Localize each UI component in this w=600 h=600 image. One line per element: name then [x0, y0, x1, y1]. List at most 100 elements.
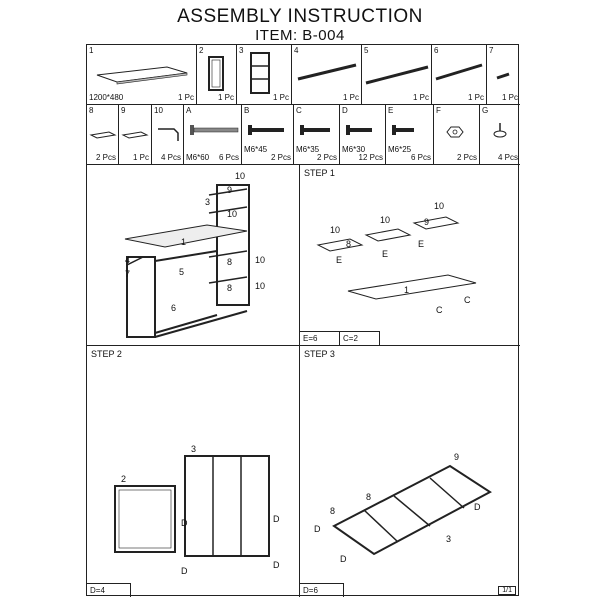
part-qty: 1 Pc [342, 93, 359, 102]
part-8-cell: 8 2 Pcs [87, 105, 119, 165]
part-spec: M6*35 [296, 145, 320, 154]
part-number: E [388, 106, 394, 115]
step3-label: D [474, 502, 481, 512]
part-A-cell: A M6*60 6 Pcs [184, 105, 242, 165]
step1-title: STEP 1 [304, 168, 335, 178]
bolt-icon [346, 125, 372, 135]
step2-diagram: 2 3 D D D D [114, 444, 280, 576]
step1-label: 10 [434, 201, 444, 211]
step1-diagram: 10 8 E 10 E 10 9 E 1 C C [316, 201, 477, 315]
step3-title: STEP 3 [304, 349, 335, 359]
part-qty: 4 Pcs [497, 153, 518, 162]
foot-icon [493, 123, 507, 138]
step1-panel: STEP 1 10 8 E 10 E 10 9 E 1 C C E=6 C=2 [300, 165, 520, 346]
step3-panel: STEP 3 9 8 8 D D D 3 D=6 1/1 [300, 346, 520, 597]
part-3-cell: 3 1 Pc [237, 45, 292, 105]
step1-label: 9 [424, 217, 429, 227]
part-spec: M6*60 [186, 153, 210, 162]
part-qty: 1 Pc [217, 93, 234, 102]
part-spec: M6*25 [388, 145, 412, 154]
page-number: 1/1 [498, 586, 516, 595]
part-number: 9 [121, 106, 126, 115]
part-7-cell: 7 1 Pc [487, 45, 520, 105]
part-number: F [436, 106, 441, 115]
overview-label: 8 [227, 257, 232, 267]
step2-title: STEP 2 [91, 349, 122, 359]
part-number: 2 [199, 46, 204, 55]
step1-counter-c: C=2 [340, 331, 380, 345]
part-9-cell: 9 1 Pc [119, 105, 152, 165]
overview-label: 3 [205, 197, 210, 207]
overview-label: 5 [179, 267, 184, 277]
bolt-icon [392, 125, 414, 135]
step1-label: 8 [346, 239, 351, 249]
part-number: G [482, 106, 489, 115]
overview-label: 7 [125, 269, 130, 279]
part-number: 8 [89, 106, 94, 115]
bolt-icon [300, 125, 330, 135]
tube-icon [365, 65, 429, 85]
part-number: D [342, 106, 348, 115]
part-qty: 6 Pcs [410, 153, 431, 162]
shelf-frame-icon [250, 52, 270, 94]
part-qty: 1 Pc [272, 93, 289, 102]
overview-label: 10 [227, 209, 237, 219]
nut-icon [446, 126, 464, 138]
step1-label: E [382, 249, 388, 259]
tube-icon [435, 63, 483, 81]
part-2-cell: 2 1 Pc [197, 45, 237, 105]
part-qty: 1 Pc [501, 93, 518, 102]
part-E-cell: E M6*25 6 Pcs [386, 105, 434, 165]
part-1-cell: 1 1200*480 1 Pc [87, 45, 197, 105]
small-shelf-icon [89, 131, 117, 139]
part-number: 4 [294, 46, 299, 55]
step3-diagram: 9 8 8 D D D 3 [314, 452, 492, 564]
part-G-cell: G 4 Pcs [480, 105, 520, 165]
bolt-icon [248, 125, 284, 135]
part-qty: 4 Pcs [160, 153, 181, 162]
part-number: 6 [434, 46, 439, 55]
small-shelf-icon [121, 131, 149, 139]
step2-label: D [181, 566, 188, 576]
overview-label: 9 [227, 185, 232, 195]
part-number: 10 [154, 106, 163, 115]
part-spec: M6*45 [244, 145, 268, 154]
overview-panel: 10 9 3 10 1 4 7 5 8 10 8 10 6 [87, 165, 300, 346]
overview-label: 10 [235, 171, 245, 181]
overview-label: 1 [181, 237, 186, 247]
step2-label: D [181, 518, 188, 528]
overview-label: 6 [171, 303, 176, 313]
part-qty: 2 Pcs [95, 153, 116, 162]
part-B-cell: B M6*45 2 Pcs [242, 105, 294, 165]
step2-counter: D=4 [87, 583, 131, 597]
bracket-icon [158, 128, 179, 141]
overview-label: 10 [255, 255, 265, 265]
long-bolt-icon [190, 125, 239, 135]
part-6-cell: 6 1 Pc [432, 45, 487, 105]
document-title: ASSEMBLY INSTRUCTION [177, 6, 423, 27]
step1-counter-e: E=6 [300, 331, 340, 345]
part-F-cell: F 2 Pcs [434, 105, 480, 165]
part-qty: 1 Pc [132, 153, 149, 162]
part-spec: M6*30 [342, 145, 366, 154]
step3-label: 3 [446, 534, 451, 544]
step1-label: 1 [404, 285, 409, 295]
side-frame-icon [208, 56, 224, 91]
part-qty: 2 Pcs [316, 153, 337, 162]
desk-overview-diagram: 10 9 3 10 1 4 7 5 8 10 8 10 6 [124, 171, 265, 338]
step1-label: E [418, 239, 424, 249]
part-C-cell: C M6*35 2 Pcs [294, 105, 340, 165]
part-number: C [296, 106, 302, 115]
step3-label: 9 [454, 452, 459, 462]
step2-panel: STEP 2 2 3 D D D D D=4 [87, 346, 300, 597]
part-qty: 1 Pc [412, 93, 429, 102]
step3-counter: D=6 [300, 583, 344, 597]
step1-label: 10 [380, 215, 390, 225]
step2-label: D [273, 560, 280, 570]
part-number: 1 [89, 46, 94, 55]
step1-label: C [436, 305, 443, 315]
step1-label: 10 [330, 225, 340, 235]
part-number: 5 [364, 46, 369, 55]
part-qty: 6 Pcs [218, 153, 239, 162]
part-number: 3 [239, 46, 244, 55]
